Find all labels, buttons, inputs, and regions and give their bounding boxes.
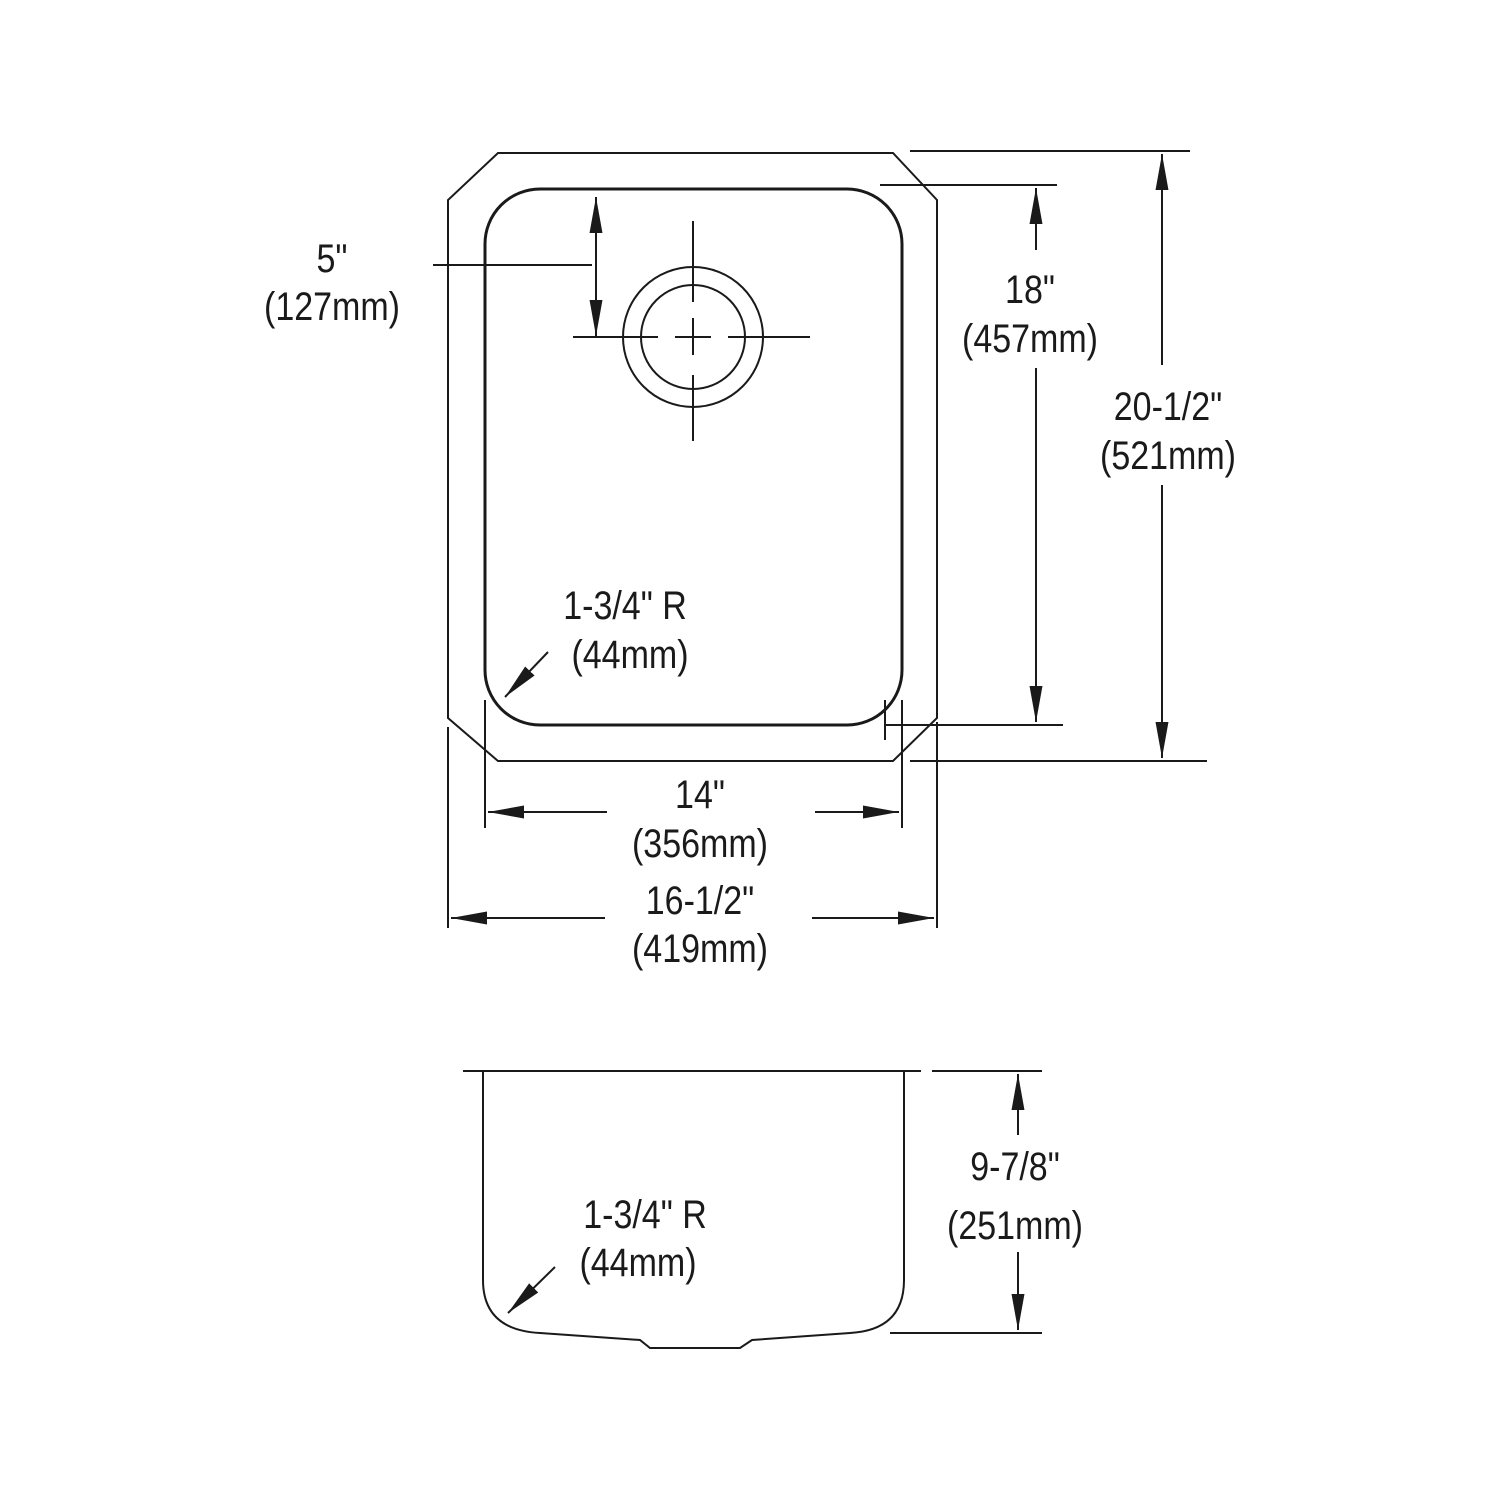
dimension-overall-length: 20-1/2" (521mm)	[910, 150, 1236, 762]
dimension-drain-offset: 5" (127mm)	[264, 197, 603, 336]
sink-rim-outline	[447, 152, 938, 762]
depth-imperial: 9-7/8"	[970, 1143, 1060, 1188]
overall-width-imperial: 16-1/2"	[646, 877, 754, 922]
drain-offset-metric: (127mm)	[264, 283, 400, 328]
overall-length-imperial: 20-1/2"	[1114, 383, 1222, 428]
dimension-bowl-length: 18" (457mm)	[880, 184, 1098, 740]
corner-radius-top-imperial: 1-3/4" R	[563, 582, 687, 627]
bowl-profile	[482, 1071, 905, 1349]
corner-radius-top-metric: (44mm)	[571, 631, 688, 676]
drain-centerline	[573, 221, 810, 441]
drain-offset-imperial: 5"	[317, 235, 348, 280]
dimension-depth: 9-7/8" (251mm)	[890, 1070, 1083, 1334]
top-view: 5" (127mm) 18" (457mm) 20-1/2" (521mm)	[264, 150, 1236, 971]
corner-radius-side-metric: (44mm)	[579, 1239, 696, 1284]
corner-radius-side-imperial: 1-3/4" R	[583, 1191, 707, 1236]
side-view: 9-7/8" (251mm) 1-3/4" R (44mm)	[463, 1070, 1083, 1349]
bowl-length-metric: (457mm)	[962, 315, 1098, 360]
bowl-outline	[483, 187, 904, 727]
dimension-bowl-width: 14" (356mm)	[484, 700, 903, 866]
overall-width-metric: (419mm)	[632, 925, 768, 970]
depth-metric: (251mm)	[947, 1202, 1083, 1247]
drain	[573, 221, 810, 441]
dimension-overall-width: 16-1/2" (419mm)	[447, 722, 938, 971]
dimension-corner-radius-top: 1-3/4" R (44mm)	[504, 582, 689, 698]
bowl-length-imperial: 18"	[1005, 266, 1055, 311]
dimension-corner-radius-side: 1-3/4" R (44mm)	[507, 1191, 707, 1314]
overall-length-metric: (521mm)	[1100, 432, 1236, 477]
bowl-width-imperial: 14"	[675, 771, 725, 816]
bowl-width-metric: (356mm)	[632, 820, 768, 865]
